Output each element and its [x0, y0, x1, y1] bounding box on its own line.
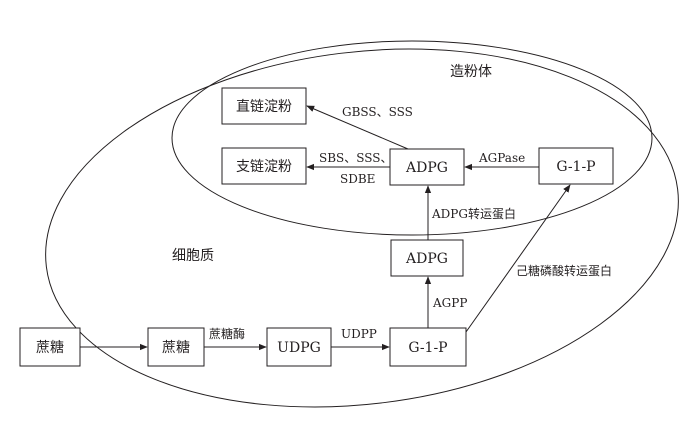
adpg-inner-box	[389, 148, 465, 186]
amylopectin-box	[221, 147, 307, 185]
sbs-sss-label-line2: SDBE	[340, 172, 375, 186]
udpg-label: UDPG	[277, 340, 321, 356]
arrow-adpg-to-amylose	[306, 105, 409, 150]
adpg-inner-label: ADPG	[405, 160, 448, 176]
gbss-sss-label: GBSS、SSS	[342, 105, 413, 119]
sucrose-left-box	[19, 327, 81, 367]
sucrase-label: 蔗糖酶	[209, 326, 245, 341]
amyloplast-label: 造粉体	[450, 64, 492, 80]
cytoplasm-label: 细胞质	[172, 248, 214, 264]
hexose-phosphate-transporter-label: 己糖磷酸转运蛋白	[516, 263, 612, 278]
amyloplast-boundary	[171, 40, 653, 236]
sucrose-mid-label: 蔗糖	[162, 340, 190, 356]
g1p-outer-box	[389, 327, 467, 367]
agpase-label: AGPase	[478, 151, 525, 165]
amylose-label: 直链淀粉	[236, 98, 292, 115]
g1p-inner-label: G-1-P	[556, 159, 595, 175]
cytoplasm-boundary	[45, 48, 679, 408]
arrow-g1p-outer-to-g1p-inner	[465, 184, 571, 333]
amylose-box	[221, 87, 307, 125]
g1p-inner-box	[538, 147, 614, 185]
sucrose-left-label: 蔗糖	[36, 340, 64, 356]
udpg-box	[266, 327, 332, 367]
amylopectin-label: 支链淀粉	[236, 159, 292, 175]
sbs-sss-label-line1: SBS、SSS、	[319, 151, 393, 165]
sucrose-mid-box	[147, 327, 205, 367]
g1p-outer-label: G-1-P	[408, 340, 447, 356]
udpp-label: UDPP	[341, 327, 377, 341]
adpg-outer-box	[390, 239, 464, 277]
agpp-label: AGPP	[432, 296, 467, 310]
adpg-transporter-label: ADPG转运蛋白	[431, 206, 516, 221]
adpg-outer-label: ADPG	[405, 251, 448, 267]
